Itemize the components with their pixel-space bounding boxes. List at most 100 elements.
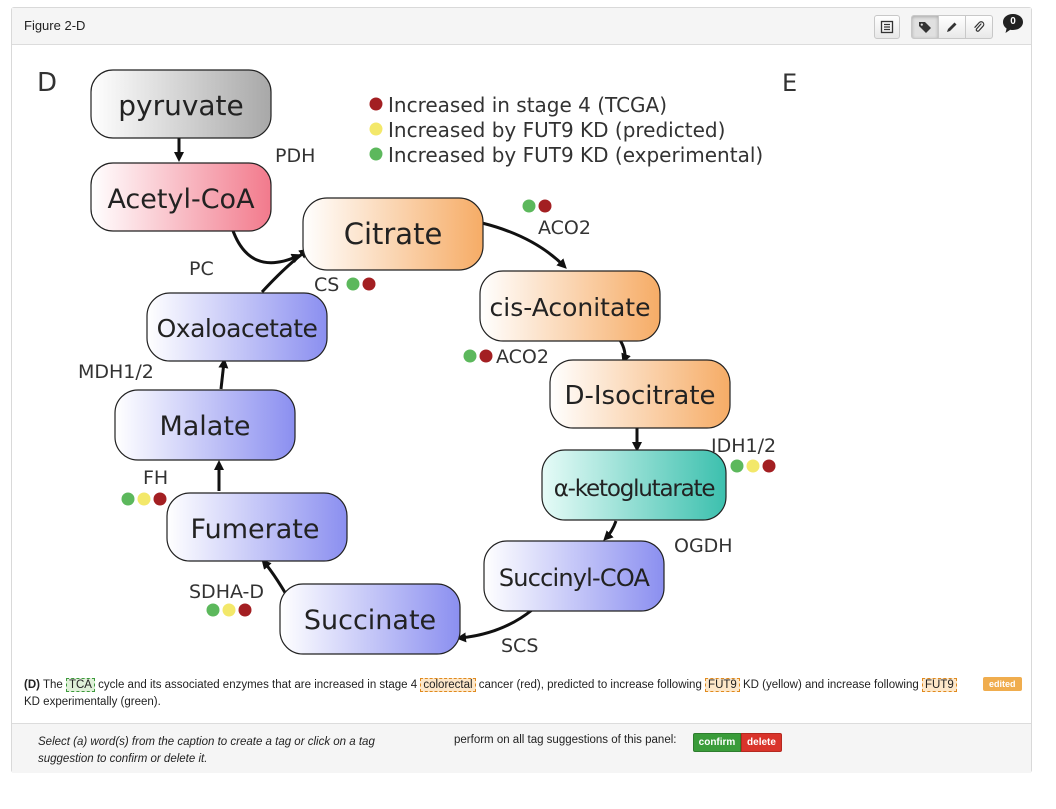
panel-footer: Select (a) word(s) from the caption to c… xyxy=(12,723,1031,773)
arrow-malate-oxaloacetate xyxy=(218,358,229,390)
dot-idh-green xyxy=(730,459,744,473)
figure-caption: (D) The TCA cycle and its associated enz… xyxy=(24,677,974,711)
caption-lead: (D) xyxy=(24,679,40,691)
list-view-button[interactable] xyxy=(874,15,900,39)
caption-text: The xyxy=(39,679,66,691)
dot-fh-red xyxy=(153,492,167,506)
caption-text: KD (yellow) and increase following xyxy=(739,679,922,691)
clipped-panel-letter: E xyxy=(782,69,797,97)
node-cis-aconitate-label: cis-Aconitate xyxy=(490,293,651,322)
node-acetyl-coa: Acetyl-CoA xyxy=(90,162,272,232)
node-citrate-label: Citrate xyxy=(344,217,443,251)
metabolite-nodes: pyruvate Acetyl-CoA Citrate cis-Aconitat… xyxy=(90,69,731,655)
dot-cs-green xyxy=(346,277,360,291)
legend: Increased in stage 4 (TCGA) Increased by… xyxy=(369,93,763,167)
tag-fut9[interactable]: FUT9 xyxy=(921,678,957,692)
enzyme-labels: PDH PC CS ACO2 ACO2 IDH1/2 OGDH SCS SDHA… xyxy=(78,145,776,657)
dot-fh-green xyxy=(121,492,135,506)
arrow-citrate-cisaconitate xyxy=(481,221,567,269)
node-succinyl-coa: Succinyl-COA xyxy=(483,540,665,612)
dot-sdha-yellow xyxy=(222,603,236,617)
caption-text: KD experimentally (green). xyxy=(24,696,161,708)
node-succinate-label: Succinate xyxy=(304,605,436,636)
node-fumerate-label: Fumerate xyxy=(191,514,320,545)
comment-count: 0 xyxy=(1010,16,1016,27)
arrows xyxy=(174,138,642,643)
edited-badge: edited xyxy=(983,677,1022,691)
node-acetyl-coa-label: Acetyl-CoA xyxy=(107,184,255,215)
dot-aco2-mid-red xyxy=(479,349,493,363)
legend-label-yellow: Increased by FUT9 KD (predicted) xyxy=(388,118,725,142)
panel-letter: D xyxy=(37,68,57,98)
tagging-hint: Select (a) word(s) from the caption to c… xyxy=(38,736,375,765)
attach-button[interactable] xyxy=(965,15,993,39)
enzyme-pdh: PDH xyxy=(275,145,315,167)
pencil-icon xyxy=(947,22,957,32)
tca-cycle-figure: D E Increased in stage 4 (TCGA) Increase… xyxy=(37,68,797,657)
dot-aco2-top-green xyxy=(522,199,536,213)
dot-cs-red xyxy=(362,277,376,291)
legend-dot-red xyxy=(369,97,383,111)
tags-button[interactable] xyxy=(911,15,939,39)
enzyme-pc: PC xyxy=(189,258,214,280)
enzyme-aco2-top: ACO2 xyxy=(538,217,591,239)
comment-icon xyxy=(1003,14,1023,33)
enzyme-scs: SCS xyxy=(501,635,538,657)
comments-button[interactable]: 0 xyxy=(1002,13,1028,37)
enzyme-ogdh: OGDH xyxy=(674,535,733,557)
legend-label-red: Increased in stage 4 (TCGA) xyxy=(388,93,667,117)
node-fumerate: Fumerate xyxy=(166,492,348,562)
arrow-aketoglutarate-succinylcoa xyxy=(603,520,618,541)
tag-colorectal[interactable]: colorectal xyxy=(420,678,476,692)
enzyme-sdha: SDHA-D xyxy=(189,581,264,603)
indicator-dots xyxy=(121,199,776,617)
node-succinate: Succinate xyxy=(279,583,461,655)
dot-sdha-red xyxy=(238,603,252,617)
node-pyruvate: pyruvate xyxy=(90,69,272,139)
node-citrate: Citrate xyxy=(302,197,484,271)
tag-icon xyxy=(918,21,931,33)
node-succinyl-coa-label: Succinyl-COA xyxy=(499,564,651,592)
node-a-ketoglutarate: α-ketoglutarate xyxy=(541,449,727,521)
tag-fut9[interactable]: FUT9 xyxy=(705,678,740,692)
legend-dot-green xyxy=(369,147,383,161)
edit-button[interactable] xyxy=(938,15,966,39)
dot-sdha-green xyxy=(206,603,220,617)
node-oxaloacetate: Oxaloacetate xyxy=(146,292,328,362)
dot-aco2-top-red xyxy=(538,199,552,213)
panel-header: Figure 2-D 0 xyxy=(12,8,1031,45)
confirm-all-button[interactable]: confirm xyxy=(693,733,741,752)
enzyme-idh: IDH1/2 xyxy=(711,435,776,457)
caption-text: cycle and its associated enzymes that ar… xyxy=(94,679,421,691)
caption-text: cancer (red), predicted to increase foll… xyxy=(475,679,706,691)
legend-dot-yellow xyxy=(369,122,383,136)
dot-idh-yellow xyxy=(746,459,760,473)
node-malate-label: Malate xyxy=(159,411,250,442)
enzyme-aco2-mid: ACO2 xyxy=(496,346,549,368)
node-malate: Malate xyxy=(114,389,296,461)
dot-idh-red xyxy=(762,459,776,473)
arrow-cisaconitate-isocitrate xyxy=(618,339,631,364)
node-a-ketoglutarate-label: α-ketoglutarate xyxy=(554,476,715,502)
arrow-acetyl-citrate xyxy=(230,227,302,265)
paperclip-icon xyxy=(974,20,985,32)
node-d-isocitrate-label: D-Isocitrate xyxy=(564,381,715,411)
list-icon xyxy=(880,20,894,34)
arrow-oxaloacetate-citrate xyxy=(260,248,310,294)
dot-fh-yellow xyxy=(137,492,151,506)
enzyme-mdh: MDH1/2 xyxy=(78,361,154,383)
panel-title: Figure 2-D xyxy=(24,18,86,33)
figure-panel: Figure 2-D 0 D E xyxy=(11,7,1032,773)
tag-tca[interactable]: TCA xyxy=(65,678,95,692)
node-d-isocitrate: D-Isocitrate xyxy=(549,359,731,429)
node-pyruvate-label: pyruvate xyxy=(118,89,244,122)
delete-all-button[interactable]: delete xyxy=(741,733,782,752)
legend-label-green: Increased by FUT9 KD (experimental) xyxy=(388,143,763,167)
dot-aco2-mid-green xyxy=(463,349,477,363)
node-oxaloacetate-label: Oxaloacetate xyxy=(157,314,318,343)
node-cis-aconitate: cis-Aconitate xyxy=(479,270,661,342)
enzyme-cs: CS xyxy=(314,274,339,296)
enzyme-fh: FH xyxy=(143,467,168,489)
arrow-succinylcoa-succinate xyxy=(456,608,533,643)
perform-label: perform on all tag suggestions of this p… xyxy=(454,734,677,746)
